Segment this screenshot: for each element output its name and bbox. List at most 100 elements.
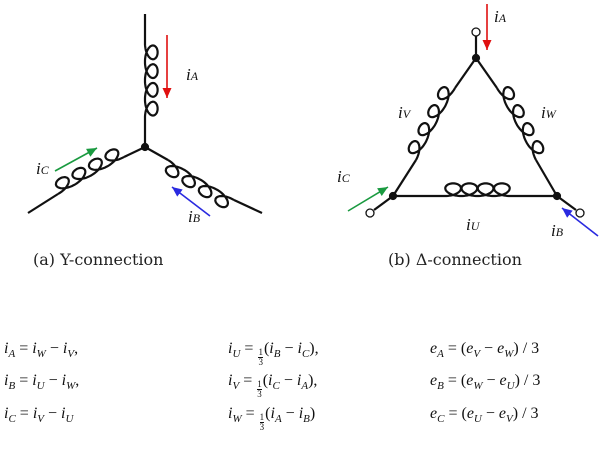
delta-label-iA: iA [494, 7, 507, 26]
operator: − [44, 372, 62, 389]
y-wire-c [27, 193, 59, 214]
arrow-head [86, 148, 97, 157]
equation: eB = (eW − eU) / 3 [430, 372, 540, 392]
arrow-head [562, 208, 573, 218]
arrow-head [482, 40, 492, 50]
variable: iV [228, 372, 240, 392]
operator: = [443, 340, 461, 357]
variable: iU [228, 340, 241, 360]
y-label-iC: iC [36, 159, 50, 178]
variable: iW [228, 405, 242, 425]
variable: iB [269, 340, 281, 360]
equation: iB = iU − iW, [4, 372, 79, 392]
terminal-c [365, 208, 375, 218]
delta-label-iW: iW [541, 103, 557, 122]
operator: − [482, 372, 500, 389]
delta-wire [392, 159, 417, 197]
operator: 3 [531, 340, 540, 357]
delta-node [388, 191, 398, 201]
variable: eV [466, 340, 481, 360]
variable: iC [4, 405, 16, 425]
operator: ) [513, 340, 519, 357]
delta-connection-caption: (b) Δ-connection [388, 250, 522, 269]
circuit-diagrams: iA iB iC (a) Y-connection iA iB iC iU iV… [27, 4, 599, 269]
delta-arrow-iA [482, 4, 492, 50]
operator: 3 [530, 405, 539, 422]
variable: eW [497, 340, 514, 360]
operator: / [518, 340, 532, 357]
variable: iA [4, 340, 16, 360]
variable: iW [32, 340, 46, 360]
operator: , [74, 340, 79, 357]
operator: ( [263, 340, 270, 357]
operator: − [480, 340, 498, 357]
variable: iW [61, 372, 76, 392]
y-label-iB: iB [188, 207, 201, 226]
operator: ) [514, 372, 520, 389]
equation: eA = (eV − eW) / 3 [430, 340, 539, 360]
variable: iU [61, 405, 74, 425]
operator: ( [265, 405, 271, 422]
operator: ) [512, 405, 519, 422]
operator: ( [460, 372, 467, 389]
y-neutral-node [140, 142, 150, 152]
operator: = [15, 340, 33, 357]
operator: − [45, 340, 63, 357]
operator: / [519, 372, 533, 389]
y-coil-a [143, 43, 159, 118]
variable: eU [466, 405, 482, 425]
operator: / [518, 405, 531, 422]
y-arrow-iC [54, 147, 98, 172]
y-label-iA: iA [186, 65, 199, 84]
y-wire-b-center [144, 146, 169, 161]
variable: iU [32, 372, 45, 392]
delta-label-iU: iU [466, 215, 481, 234]
operator: , [75, 372, 80, 389]
operator: = [443, 372, 461, 389]
y-coil-b [164, 159, 235, 209]
operator: ( [460, 340, 467, 357]
operator: = [239, 372, 257, 389]
operator: − [279, 372, 297, 389]
operator: ), [308, 372, 318, 389]
delta-coil-w [496, 86, 545, 161]
operator: = [241, 405, 259, 422]
operator: ( [461, 405, 467, 422]
variable: eV [498, 405, 513, 425]
y-arrow-iA [162, 35, 172, 98]
operator: ), [309, 340, 319, 357]
delta-label-iB: iB [551, 221, 564, 240]
operator: − [280, 340, 298, 357]
operator: = [240, 340, 258, 357]
arrow-head [377, 187, 388, 197]
delta-wire [535, 159, 558, 197]
variable: iV [62, 340, 75, 360]
delta-wire [454, 57, 477, 89]
delta-node [552, 191, 562, 201]
variable: iA [270, 405, 282, 425]
arrow-head [172, 187, 183, 197]
delta-coil-u [444, 182, 511, 198]
variable: eC [430, 405, 445, 425]
variable: iB [4, 372, 16, 392]
delta-coil-v [407, 86, 456, 161]
variable: iC [297, 340, 310, 360]
y-coil-c [54, 148, 125, 195]
delta-arrow-iC [347, 186, 389, 212]
equation: iC = iV − iU [4, 405, 73, 425]
operator: − [281, 405, 299, 422]
delta-label-iV: iV [398, 103, 412, 122]
variable: iB [298, 405, 310, 425]
operator: = [15, 372, 33, 389]
terminal-a [471, 27, 481, 37]
operator: ) [309, 405, 316, 422]
variable: eW [466, 372, 483, 392]
y-wire-b [233, 199, 263, 214]
variable: iC [268, 372, 280, 392]
